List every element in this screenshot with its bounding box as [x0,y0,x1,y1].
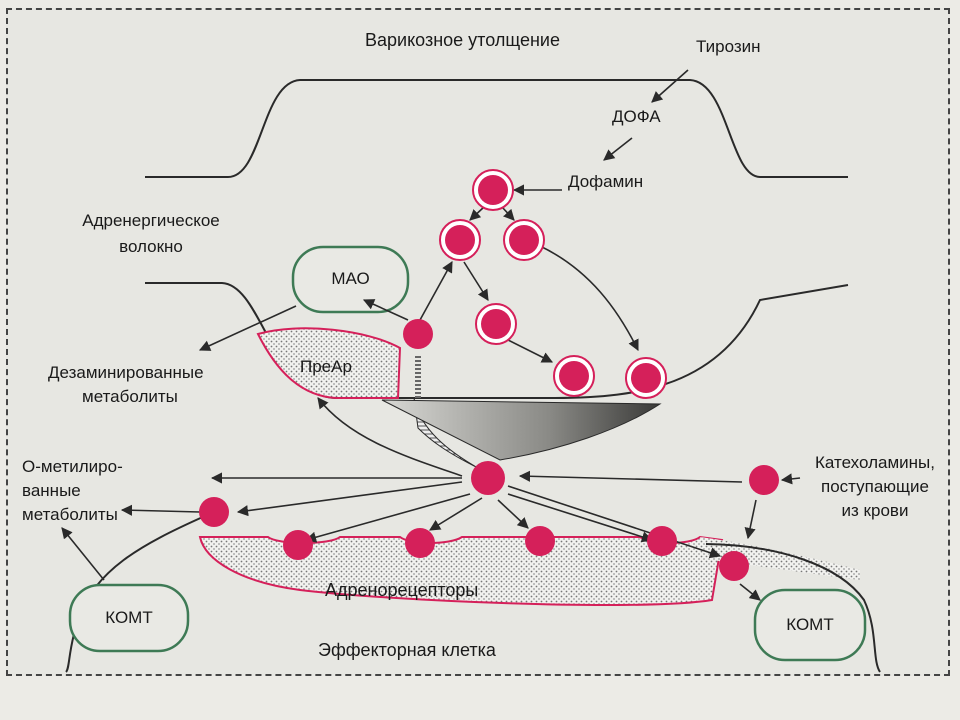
arrow-center-left [236,481,463,517]
molecule-left [199,497,229,527]
molecule-prear [403,319,433,349]
arrow-blood-r5 [744,499,757,540]
arrow-center-r1 [304,493,471,543]
catechol-label-line3: из крови [841,501,909,520]
receptors-label: Адренорецепторы [325,580,479,600]
comt-left-box [68,583,190,653]
varicose-outline [145,79,848,178]
arrow-v1-v3 [501,206,515,221]
deaminated-label-line1: Дезаминированные [48,363,204,382]
molecule-receptor-1 [283,530,313,560]
fiber-lower-membrane [145,282,849,399]
arrow-blood-center [518,470,743,483]
effector-label: Эффекторная клетка [318,640,496,660]
arrow-r5-comt [739,583,761,601]
arrow-center-r5 [507,485,722,559]
arrow-tyrosine-dopa [651,69,689,103]
comt-left-label: КОМТ [105,608,153,627]
arrow-comt-omethyl [61,527,105,581]
catecholamine-molecules [199,319,779,581]
deaminated-label-line2: метаболиты [82,387,178,406]
molecule-receptor-4 [647,526,677,556]
arrow-dopa-dopamine [603,137,633,161]
arrow-r0-omethyl [120,504,201,516]
vesicle-4 [475,303,517,345]
vesicle-3 [503,219,545,261]
arrow-v2-v4 [463,261,489,301]
arrow-center-prear [317,397,463,477]
dopa-label: ДОФА [612,107,661,126]
omethyl-label-line3: метаболиты [22,505,118,524]
vesicle-dopamine [472,169,514,211]
molecule-receptor-5 [719,551,749,581]
receptor-membrane [198,535,724,607]
comt-right-box [753,588,867,662]
arrow-v1-v2 [469,206,485,221]
fiber-label-line2: волокно [119,237,183,256]
arrow-catechol-vesicle [780,473,801,485]
vesicles [439,169,667,399]
reuptake-wedge [381,399,662,461]
vesicle-5 [553,355,595,397]
tyrosine-label: Тирозин [696,37,761,56]
molecule-receptor-2 [405,528,435,558]
arrow-v7-v2 [419,261,453,321]
molecule-receptor-3 [525,526,555,556]
prear-receptor [256,327,402,399]
comt-right-label: КОМТ [786,615,834,634]
arrow-v3-v6 [539,245,639,352]
catechol-label-line2: поступающие [821,477,929,496]
arrow-center-r3 [497,499,529,529]
catechol-label-line1: Катехоламины, [815,453,935,472]
varicose-label: Варикозное утолщение [365,30,560,50]
arrow-mao-deaminated [198,305,297,351]
omethyl-label-line2: ванные [22,481,81,500]
receptor-tail [700,537,860,580]
mao-label: МАО [331,269,370,288]
vesicle-2 [439,219,481,261]
vesicle-6 [625,357,667,399]
arrow-center-r4 [507,493,654,543]
arrow-center-r2 [429,497,483,531]
mao-box [291,245,410,314]
dopamine-label: Дофамин [568,172,644,191]
omethyl-label-line1: О-метилиро- [22,457,123,476]
effector-outline-right [705,543,881,673]
arrow-v7-mao [362,299,409,321]
molecule-center [471,461,505,495]
fiber-label-line1: Адренергическое [82,211,220,230]
arrow-v4-v5 [507,339,554,363]
molecule-blood [749,465,779,495]
prear-label: ПреАр [300,357,352,376]
